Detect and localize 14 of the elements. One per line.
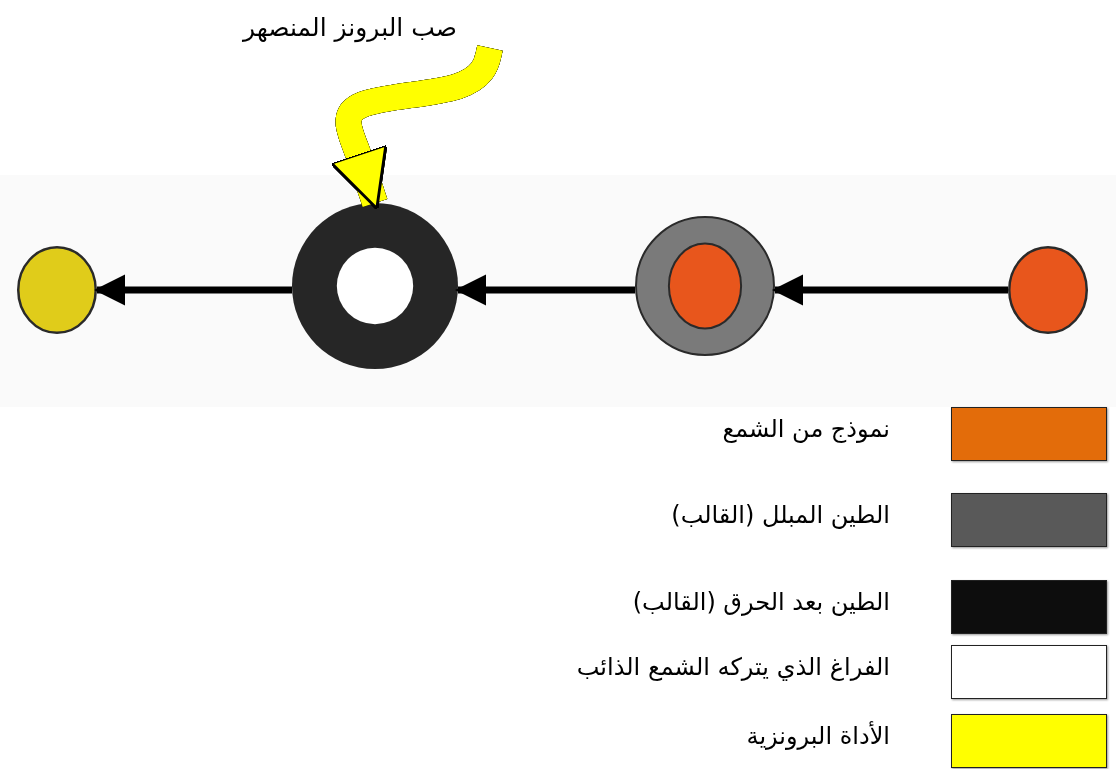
legend-label: الطين بعد الحرق (القالب): [632, 588, 890, 616]
legend-label: الطين المبلل (القالب): [671, 501, 890, 529]
legend-label: الفراغ الذي يتركه الشمع الذائب: [576, 653, 890, 681]
arrow: [93, 274, 292, 306]
curved-arrow: [330, 42, 503, 210]
arrow: [771, 274, 1008, 306]
bronze-tool-circle: [17, 246, 97, 334]
legend-label: نموذج من الشمع: [722, 415, 890, 443]
wax-model-circle: [1008, 246, 1088, 334]
process-label: صب البرونز المنصهر: [241, 12, 458, 45]
clay-mold-circle: [635, 216, 775, 356]
arrow: [454, 274, 635, 306]
fired-mold-ring: [292, 203, 458, 369]
legend-label: الأداة البرونزية: [746, 722, 890, 750]
